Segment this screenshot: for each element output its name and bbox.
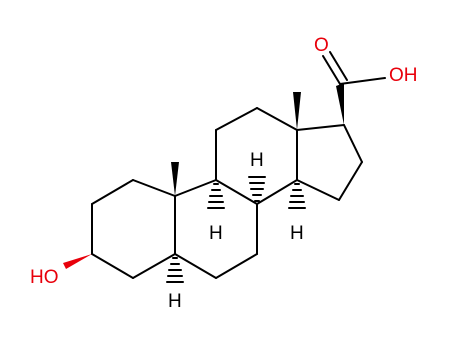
- methyl-c19-wedge: [171, 162, 179, 196]
- carboxyl-wedge: [336, 83, 344, 125]
- acid-oh-bond: [339, 77, 386, 85]
- bond: [296, 179, 340, 201]
- ring-a: [91, 179, 176, 279]
- ring-b: [174, 179, 258, 279]
- carbonyl-bond-inner: [329, 51, 348, 81]
- acid-hydroxyl-label: OH: [389, 65, 418, 86]
- carbonyl-oxygen-label: O: [314, 35, 329, 56]
- bond: [215, 179, 258, 205]
- bond: [174, 179, 217, 197]
- hash-h-c9: [207, 183, 225, 209]
- bond: [256, 179, 298, 205]
- alcohol-hydroxyl-label: HO: [30, 267, 59, 288]
- h-c9-label: H: [209, 223, 223, 244]
- hash-h-c5: [166, 257, 184, 283]
- hydroxyl-wedge: [63, 254, 92, 269]
- bond: [338, 161, 363, 201]
- bond: [296, 124, 345, 131]
- bond: [215, 253, 258, 279]
- ring-c: [215, 107, 298, 205]
- bond: [215, 107, 258, 131]
- ring-d: [296, 124, 363, 201]
- bond: [256, 107, 298, 131]
- hash-h-c8: [248, 176, 266, 202]
- bond: [174, 253, 217, 279]
- bond: [91, 179, 134, 205]
- carbonyl-bond: [322, 55, 341, 85]
- bond: [91, 253, 134, 279]
- h-c14-label: H: [290, 223, 304, 244]
- bond: [343, 124, 363, 163]
- bond: [132, 179, 176, 197]
- bond: [132, 253, 176, 279]
- h-c5-label: H: [168, 291, 182, 312]
- hash-h-c14: [288, 183, 306, 209]
- methyl-c18-wedge: [293, 92, 301, 130]
- h-c8-label: H: [250, 150, 264, 171]
